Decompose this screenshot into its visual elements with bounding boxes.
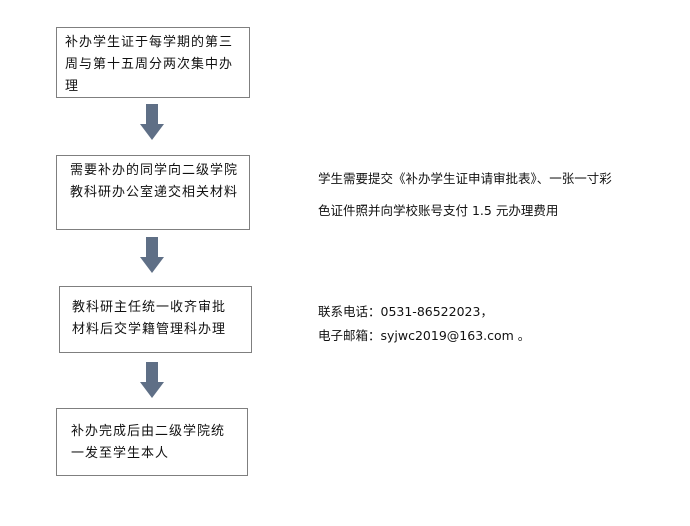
step-4-box: 补办完成后由二级学院统一发至学生本人 <box>56 408 248 476</box>
contact-email: 电子邮箱：syjwc2019@163.com 。 <box>318 328 531 343</box>
step-1-box: 补办学生证于每学期的第三周与第十五周分两次集中办理 <box>56 27 250 98</box>
contact-phone: 联系电话：0531-86522023， <box>318 304 493 319</box>
step-2-box: 需要补办的同学向二级学院教科研办公室递交相关材料 <box>56 155 250 230</box>
down-arrow-icon <box>140 104 164 140</box>
step-3-box: 教科研主任统一收齐审批材料后交学籍管理科办理 <box>59 286 252 353</box>
requirement-line-2: 色证件照并向学校账号支付 1.5 元办理费用 <box>318 203 559 218</box>
down-arrow-icon <box>140 237 164 273</box>
requirement-line-1: 学生需要提交《补办学生证申请审批表》、一张一寸彩 <box>318 171 612 186</box>
down-arrow-icon <box>140 362 164 398</box>
